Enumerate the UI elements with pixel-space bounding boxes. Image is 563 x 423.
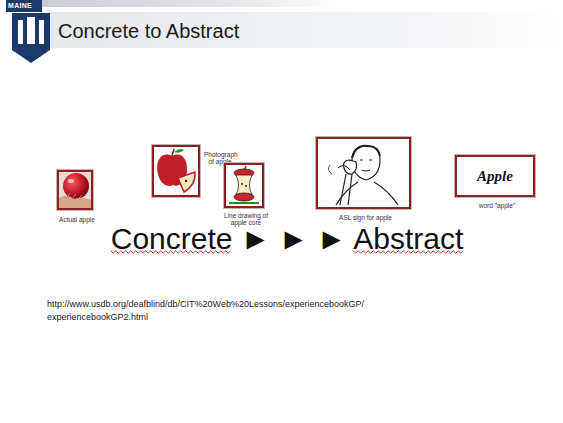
picture-frame: ASL sign for apple	[316, 137, 411, 209]
slide-title: Concrete to Abstract	[58, 20, 239, 43]
picture-frame: Actual apple	[57, 170, 93, 210]
logo-tab	[6, 0, 42, 12]
logo-wordmark: MAINE	[8, 2, 32, 10]
concrete-abstract-heading: Concrete ► ► ► Abstract	[0, 222, 563, 256]
word-text: Apple	[477, 168, 513, 185]
picture-frame: Photograph of apple	[152, 145, 200, 197]
image-caption: ASL sign for apple	[318, 214, 413, 221]
source-url: http://www.usdb.org/deafblind/db/CIT%20W…	[47, 298, 427, 324]
top-bar	[40, 0, 340, 7]
image-caption: Actual apple	[52, 216, 102, 223]
word-card: Appleword "apple"	[455, 155, 535, 197]
apple-core-drawing	[226, 165, 262, 206]
logo-shield	[12, 13, 50, 63]
image-caption: Line drawing of apple core	[221, 212, 271, 227]
image-caption: word "apple"	[457, 202, 537, 209]
apple-photograph	[154, 147, 198, 195]
header-band	[48, 12, 563, 48]
apple-photo	[59, 172, 91, 208]
picture-frame: Line drawing of apple core	[224, 163, 264, 208]
asl-sign-drawing	[318, 139, 409, 207]
logo-mark	[18, 17, 44, 44]
